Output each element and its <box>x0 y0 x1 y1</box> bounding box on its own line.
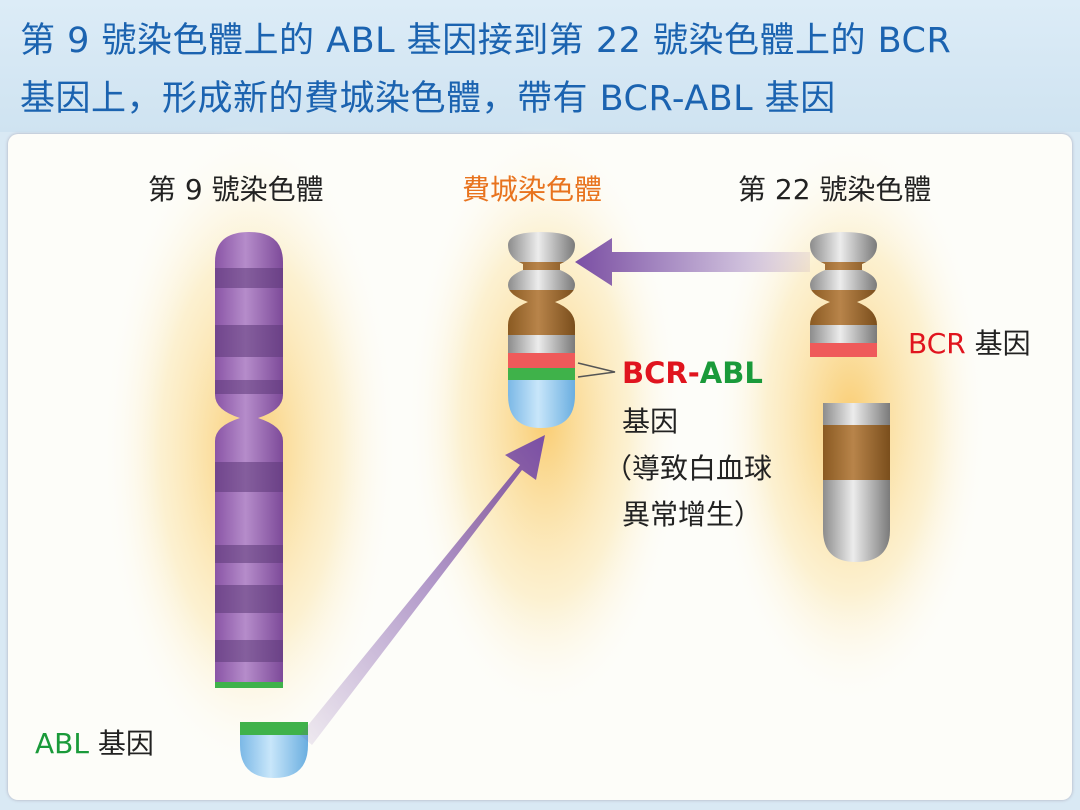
translocation-arrow-abl <box>300 435 545 745</box>
bcr-text: BCR <box>908 327 966 360</box>
fusion-pointer <box>577 362 616 378</box>
label-philadelphia: 費城染色體 <box>462 173 603 206</box>
abl-text: ABL <box>35 727 89 760</box>
fusion-abl-text: ABL <box>699 356 763 390</box>
translocation-arrow-bcr <box>575 238 810 286</box>
label-bcr-gene: BCR 基因 <box>908 322 1031 362</box>
label-fusion-note-2: 異常增生） <box>622 498 763 531</box>
fusion-dash: - <box>687 356 700 390</box>
label-fusion-note-1: （導致白血球 <box>604 452 773 485</box>
title-line-1: 第 9 號染色體上的 ABL 基因接到第 22 號染色體上的 BCR <box>20 21 952 61</box>
header: 第 9 號染色體上的 ABL 基因接到第 22 號染色體上的 BCR 基因上，形… <box>0 0 1080 132</box>
label-chr9: 第 9 號染色體 <box>148 173 324 206</box>
label-abl-gene: ABL 基因 <box>35 722 154 762</box>
chromosome-22-upper <box>810 232 877 357</box>
title-line-2: 基因上，形成新的費城染色體，帶有 BCR-ABL 基因 <box>20 79 836 119</box>
chromosome-22-lower <box>823 403 890 562</box>
label-bcr-abl: BCR-ABL <box>622 356 763 390</box>
chromosome-9 <box>215 232 283 688</box>
label-chr22: 第 22 號染色體 <box>738 173 932 206</box>
label-fusion-gene: 基因 <box>622 405 679 438</box>
abl-gene-text: 基因 <box>97 727 154 760</box>
philadelphia-chromosome <box>508 232 575 428</box>
bcr-gene-text: 基因 <box>974 327 1031 360</box>
fusion-bcr-text: BCR <box>622 356 688 390</box>
abl-gene-fragment <box>240 722 308 778</box>
